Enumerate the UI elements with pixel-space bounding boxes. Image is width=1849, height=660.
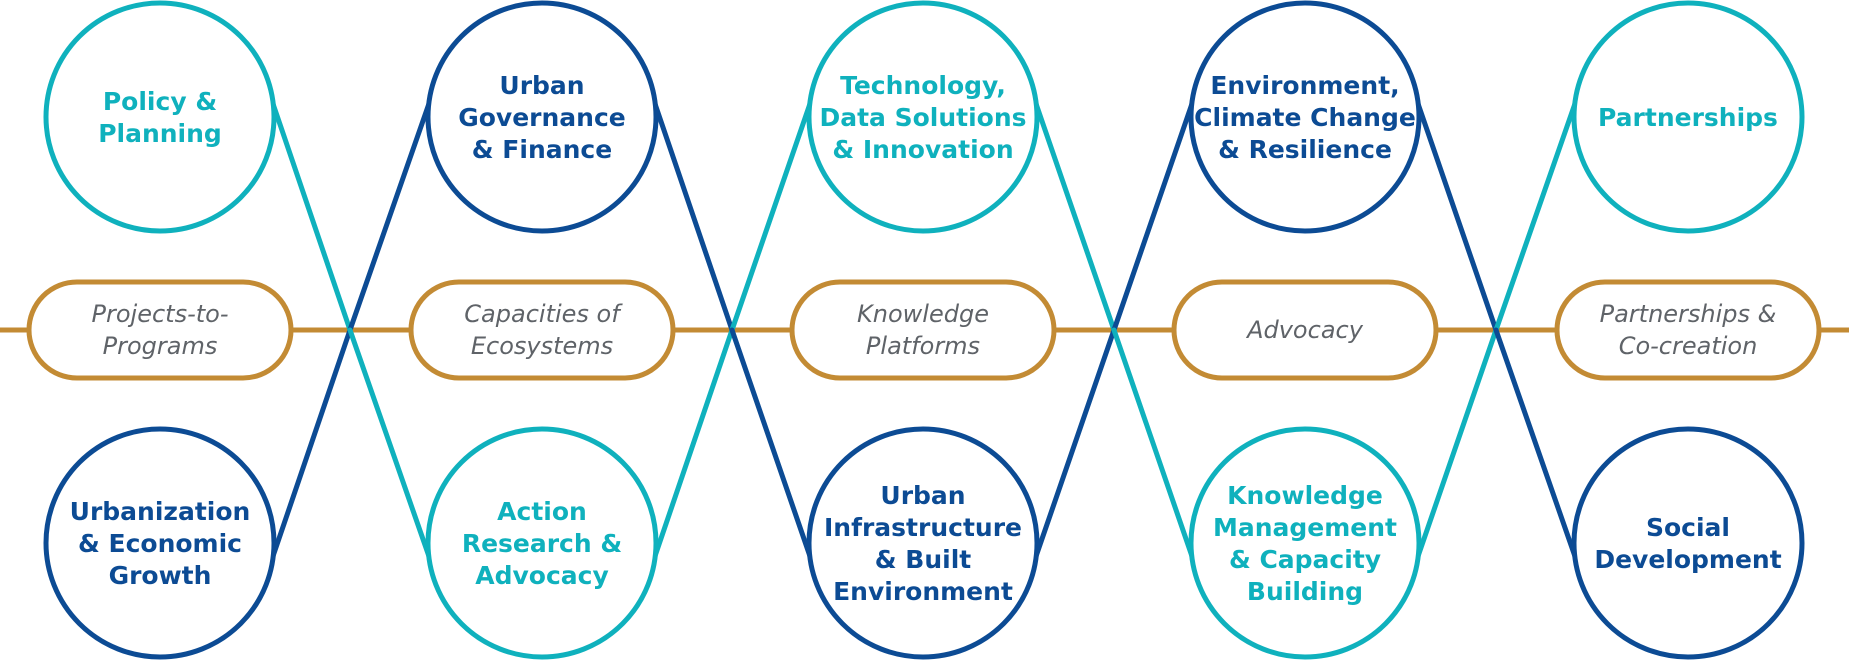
connector-line	[649, 327, 735, 568]
theme-label-line: Management	[1213, 513, 1397, 542]
theme-label-line: & Economic	[78, 529, 242, 558]
theme-label-line: Partnerships	[1598, 103, 1778, 132]
theme-label-line: Action	[497, 497, 587, 526]
theme-label-line: Urban	[880, 481, 965, 510]
center-node-1: Projects-to- Programs	[26, 279, 294, 381]
center-node-label-line: Knowledge	[857, 300, 989, 328]
connector-line	[347, 327, 435, 568]
connector-line	[267, 327, 353, 568]
theme-label-line: Policy &	[103, 87, 217, 116]
connector-line	[1030, 92, 1117, 333]
theme-circle-top-4: Environment, Climate Change & Resilience	[1188, 0, 1422, 234]
connector-line	[1111, 92, 1198, 333]
connector-line	[649, 92, 735, 333]
center-node-label-line: Platforms	[866, 332, 980, 360]
theme-label-line: Building	[1247, 577, 1363, 606]
theme-label-line: Planning	[98, 119, 222, 148]
connector-line	[347, 92, 435, 333]
center-node-2: Capacities of Ecosystems	[408, 279, 676, 381]
center-node-4: Advocacy	[1171, 279, 1439, 381]
theme-circle-top-5: Partnerships	[1571, 0, 1805, 234]
theme-label-line: Growth	[109, 561, 212, 590]
center-node-label-line: Capacities of	[464, 300, 623, 328]
theme-label-line: Research &	[462, 529, 622, 558]
center-node-label-line: Co-creation	[1619, 332, 1758, 360]
center-node-label-line: Ecosystems	[471, 332, 613, 360]
theme-circle-top-1: Policy & Planning	[43, 0, 277, 234]
theme-label-line: Technology,	[840, 71, 1006, 100]
theme-label-line: Knowledge	[1227, 481, 1383, 510]
center-node-label-line: Advocacy	[1245, 316, 1364, 344]
connector-line	[1493, 92, 1581, 333]
theme-circle-top-3: Technology, Data Solutions & Innovation	[806, 0, 1040, 234]
theme-label-line: Climate Change	[1194, 103, 1416, 132]
theme-label-line: Social	[1646, 513, 1730, 542]
center-node-label-line: Projects-to-	[92, 300, 229, 328]
connector-line	[729, 327, 816, 568]
theme-label-line: & Capacity	[1229, 545, 1381, 574]
theme-label-line: Development	[1594, 545, 1781, 574]
theme-label-line: Governance	[458, 103, 626, 132]
center-node-5: Partnerships & Co-creation	[1554, 279, 1822, 381]
theme-label-line: Infrastructure	[824, 513, 1022, 542]
theme-label-line: Urbanization	[70, 497, 251, 526]
theme-label-line: Advocacy	[475, 561, 609, 590]
connector-line	[1412, 327, 1499, 568]
theme-label-line: & Innovation	[832, 135, 1013, 164]
theme-label-line: Environment,	[1210, 71, 1399, 100]
connector-line	[1030, 327, 1117, 568]
theme-label-line: & Built	[875, 545, 971, 574]
center-node-label-line: Partnerships &	[1600, 300, 1777, 328]
connector-line	[1412, 92, 1499, 333]
theme-label-line: Environment	[833, 577, 1013, 606]
center-node-label-line: Programs	[103, 332, 218, 360]
connector-line	[267, 92, 353, 333]
connector-line	[729, 92, 816, 333]
theme-label-line: Urban	[499, 71, 584, 100]
connector-line	[1493, 327, 1581, 568]
theme-label-line: & Resilience	[1218, 135, 1392, 164]
connector-lines	[267, 92, 1581, 568]
theme-label-line: & Finance	[472, 135, 612, 164]
theme-label-line: Data Solutions	[819, 103, 1026, 132]
connector-line	[1111, 327, 1198, 568]
center-nodes: Projects-to- Programs Capacities of Ecosyst…	[26, 279, 1822, 381]
